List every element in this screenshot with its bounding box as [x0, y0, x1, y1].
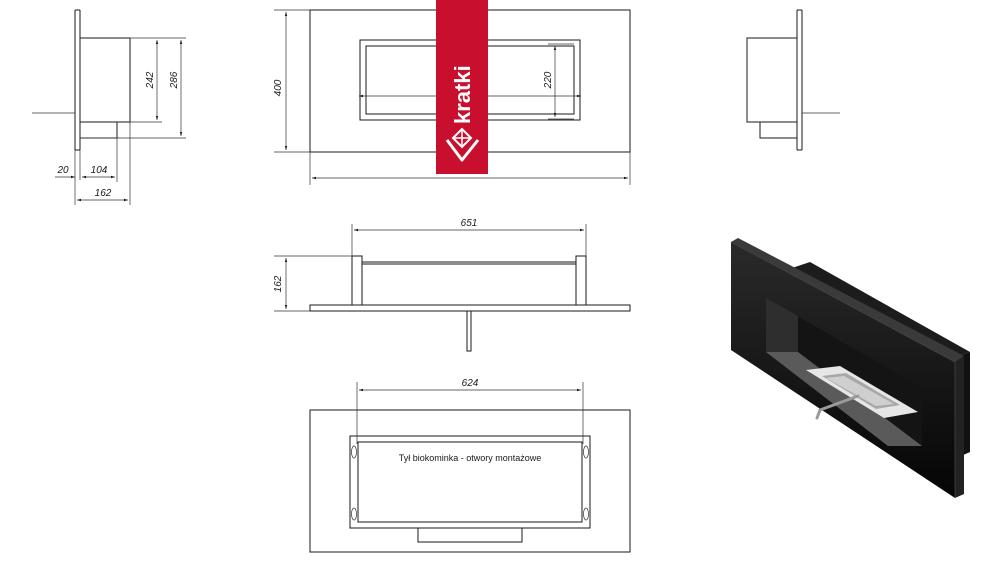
top-view: 651 162	[273, 218, 631, 352]
mounting-hole-right	[583, 445, 589, 521]
dim-outer-height: 286	[169, 71, 180, 89]
kratki-logo-icon	[445, 127, 480, 162]
mounting-hole-left	[351, 445, 357, 521]
side-view-left: 242 286 20 104 162	[32, 9, 186, 205]
dim-frame: 20	[56, 165, 69, 176]
dim-opening-height: 220	[543, 71, 554, 89]
rear-view: 624 Tył biokominka - otwory montażowe	[309, 378, 631, 553]
dim-inner-height: 242	[145, 71, 156, 89]
dim-rear-width: 624	[462, 378, 479, 389]
dim-depth: 104	[91, 165, 108, 176]
dim-top-width: 651	[461, 218, 478, 229]
fireplace-3d-render	[730, 238, 970, 498]
dim-total-depth: 162	[95, 188, 112, 199]
brand-banner: kratki	[436, 0, 488, 174]
dim-top-depth: 162	[273, 275, 284, 292]
side-view-right	[746, 9, 840, 151]
brand-name: kratki	[450, 65, 475, 124]
dim-front-height: 400	[273, 79, 284, 96]
rear-view-note: Tył biokominka - otwory montażowe	[399, 453, 542, 463]
